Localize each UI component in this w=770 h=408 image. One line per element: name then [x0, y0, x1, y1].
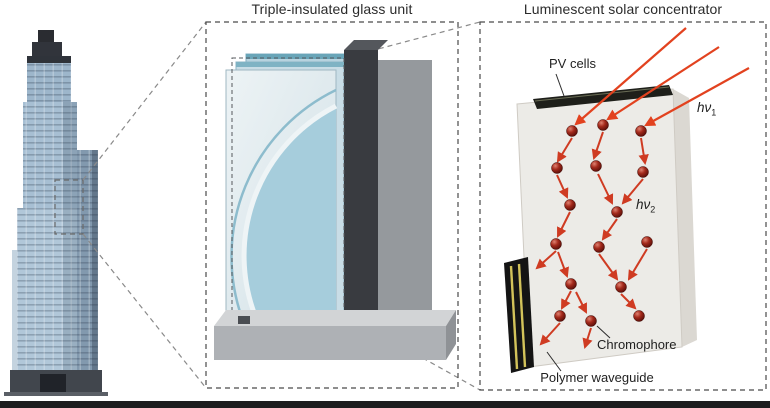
frame-dark-bar [344, 50, 378, 336]
glass-unit-title: Triple-insulated glass unit [251, 1, 413, 17]
glass-curve-region [244, 106, 336, 318]
pv-cells-strip [533, 85, 673, 109]
lsc-panel-box [479, 21, 767, 391]
leader-lines [546, 73, 611, 372]
glass-unit-illustration [214, 40, 456, 360]
hv2-label: hν2 [636, 197, 656, 216]
pv-yellow-stripe [509, 265, 519, 370]
chromophore-label: Chromophore [597, 337, 677, 352]
spacer-detail [238, 316, 250, 324]
pv-cells-label: PV cells [549, 56, 596, 71]
hv1-subscript: 1 [711, 107, 717, 118]
lsc-side-face [673, 89, 697, 347]
sill-front [214, 326, 446, 360]
hv2-symbol: hν [636, 197, 651, 212]
hv2-subscript: 2 [650, 204, 656, 215]
emitted-light-arrows [535, 131, 649, 349]
building-illustration [4, 30, 108, 396]
incoming-sunlight-arrows [574, 27, 750, 127]
chromophore-dots [550, 119, 653, 327]
bottom-bar [0, 401, 770, 408]
lsc-title: Luminescent solar concentrator [523, 1, 723, 17]
glass-unit-panel-box [205, 21, 459, 389]
frame-side-face [378, 60, 432, 326]
lsc-illustration [504, 27, 750, 373]
hv1-symbol: hν [697, 100, 712, 115]
lsc-front-face [516, 88, 683, 368]
building-zoom-rect [54, 179, 84, 235]
zoom-lines [54, 21, 481, 391]
pv-yellow-stripe [517, 263, 527, 368]
polymer-waveguide-label: Polymer waveguide [540, 370, 654, 385]
hv1-label: hν1 [697, 100, 717, 119]
